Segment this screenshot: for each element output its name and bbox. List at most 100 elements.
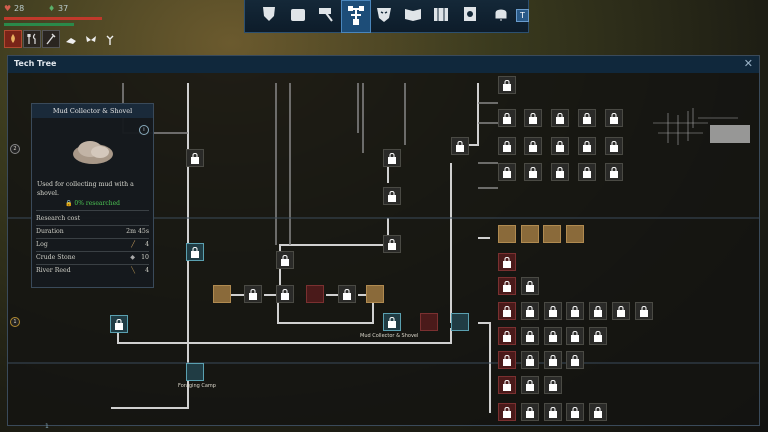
tech-node[interactable] bbox=[498, 403, 516, 421]
tech-node[interactable] bbox=[186, 149, 204, 167]
tech-node[interactable] bbox=[521, 403, 539, 421]
tech-node[interactable] bbox=[498, 277, 516, 295]
tech-node[interactable] bbox=[635, 302, 653, 320]
tech-node[interactable] bbox=[566, 403, 584, 421]
tech-node[interactable] bbox=[551, 137, 569, 155]
tech-node[interactable] bbox=[566, 327, 584, 345]
tech-node[interactable] bbox=[544, 403, 562, 421]
tab-contracts[interactable] bbox=[460, 4, 480, 24]
tech-node[interactable] bbox=[451, 313, 469, 331]
tab-character[interactable] bbox=[259, 4, 279, 24]
mud-pile-icon bbox=[73, 141, 113, 164]
tech-node[interactable] bbox=[383, 187, 401, 205]
lock-icon bbox=[556, 167, 564, 178]
tech-node[interactable] bbox=[605, 163, 623, 181]
tech-node[interactable] bbox=[589, 327, 607, 345]
tab-crafting[interactable] bbox=[317, 4, 337, 24]
tech-node[interactable] bbox=[544, 376, 562, 394]
info-icon[interactable]: i bbox=[139, 125, 149, 135]
tech-node[interactable] bbox=[521, 351, 539, 369]
tech-node[interactable] bbox=[276, 285, 294, 303]
tech-node[interactable] bbox=[498, 302, 516, 320]
tech-node[interactable] bbox=[521, 277, 539, 295]
tech-node[interactable] bbox=[498, 163, 516, 181]
tech-node[interactable] bbox=[498, 137, 516, 155]
tech-node[interactable] bbox=[383, 235, 401, 253]
tech-node[interactable] bbox=[366, 285, 384, 303]
butterfly-icon[interactable] bbox=[84, 32, 98, 46]
tech-node[interactable] bbox=[524, 109, 542, 127]
lock-icon bbox=[594, 331, 602, 342]
tech-node[interactable] bbox=[498, 327, 516, 345]
tech-node[interactable] bbox=[551, 109, 569, 127]
tech-node[interactable] bbox=[186, 243, 204, 261]
tech-node[interactable] bbox=[605, 137, 623, 155]
mud-collector-node[interactable] bbox=[383, 313, 401, 331]
tab-mask[interactable] bbox=[374, 4, 394, 24]
scroll-marker-upper[interactable]: 2 bbox=[10, 144, 20, 154]
tech-node[interactable] bbox=[276, 251, 294, 269]
panel-header: Tech Tree ✕ bbox=[8, 56, 759, 73]
tech-node[interactable] bbox=[383, 149, 401, 167]
tech-node[interactable] bbox=[498, 76, 516, 94]
tech-node[interactable] bbox=[566, 302, 584, 320]
tech-node[interactable] bbox=[338, 285, 356, 303]
tech-node[interactable] bbox=[566, 225, 584, 243]
hotkey-badge: T bbox=[516, 9, 529, 22]
tech-node[interactable] bbox=[544, 351, 562, 369]
tab-notifications[interactable] bbox=[491, 4, 511, 24]
quickbar-campfire[interactable] bbox=[4, 30, 22, 48]
tech-tree-canvas[interactable]: Foraging Camp Mud Collector & Shovel bbox=[8, 73, 759, 425]
tech-node[interactable] bbox=[498, 225, 516, 243]
tech-node[interactable] bbox=[498, 253, 516, 271]
tech-node[interactable] bbox=[498, 376, 516, 394]
research-cost-heading: Research cost bbox=[36, 215, 81, 222]
tab-inventory[interactable] bbox=[288, 4, 308, 24]
lock-icon bbox=[503, 113, 511, 124]
quickbar-tools[interactable] bbox=[42, 30, 60, 48]
divider bbox=[36, 238, 149, 239]
tech-node[interactable] bbox=[524, 137, 542, 155]
tech-node[interactable] bbox=[589, 302, 607, 320]
tech-node[interactable] bbox=[524, 163, 542, 181]
foraging-camp-node[interactable] bbox=[186, 363, 204, 381]
tech-node[interactable] bbox=[566, 351, 584, 369]
quickbar-cutlery[interactable] bbox=[23, 30, 41, 48]
tab-map[interactable] bbox=[431, 4, 451, 24]
tech-node[interactable] bbox=[498, 109, 516, 127]
tech-node[interactable] bbox=[551, 163, 569, 181]
scroll-marker-lower[interactable]: 1 bbox=[10, 317, 20, 327]
lock-icon bbox=[191, 153, 199, 164]
health-bar bbox=[4, 17, 102, 20]
tech-node[interactable] bbox=[521, 225, 539, 243]
close-button[interactable]: ✕ bbox=[743, 57, 753, 70]
tech-node[interactable] bbox=[578, 163, 596, 181]
tab-tech-tree[interactable] bbox=[341, 0, 371, 33]
cutlery-icon bbox=[27, 33, 36, 44]
panel-title: Tech Tree bbox=[14, 59, 57, 68]
tech-node[interactable] bbox=[605, 109, 623, 127]
pet-icon[interactable] bbox=[64, 32, 78, 46]
tech-node[interactable] bbox=[451, 137, 469, 155]
tech-node[interactable] bbox=[110, 315, 128, 333]
tech-node[interactable] bbox=[612, 302, 630, 320]
flower-icon[interactable] bbox=[103, 32, 117, 46]
tech-node[interactable] bbox=[544, 327, 562, 345]
lock-icon bbox=[549, 306, 557, 317]
tech-node[interactable] bbox=[544, 302, 562, 320]
lock-icon bbox=[388, 317, 396, 328]
tech-node[interactable] bbox=[213, 285, 231, 303]
tech-node[interactable] bbox=[244, 285, 262, 303]
tech-node[interactable] bbox=[578, 137, 596, 155]
tab-journal[interactable] bbox=[403, 4, 423, 24]
tech-node[interactable] bbox=[521, 376, 539, 394]
tech-node[interactable] bbox=[578, 109, 596, 127]
tech-node[interactable] bbox=[420, 313, 438, 331]
tech-node[interactable] bbox=[543, 225, 561, 243]
tech-node[interactable] bbox=[521, 327, 539, 345]
tech-node[interactable] bbox=[589, 403, 607, 421]
tree-minimap[interactable] bbox=[648, 103, 753, 158]
tech-node[interactable] bbox=[498, 351, 516, 369]
tech-node[interactable] bbox=[306, 285, 324, 303]
tech-node[interactable] bbox=[521, 302, 539, 320]
